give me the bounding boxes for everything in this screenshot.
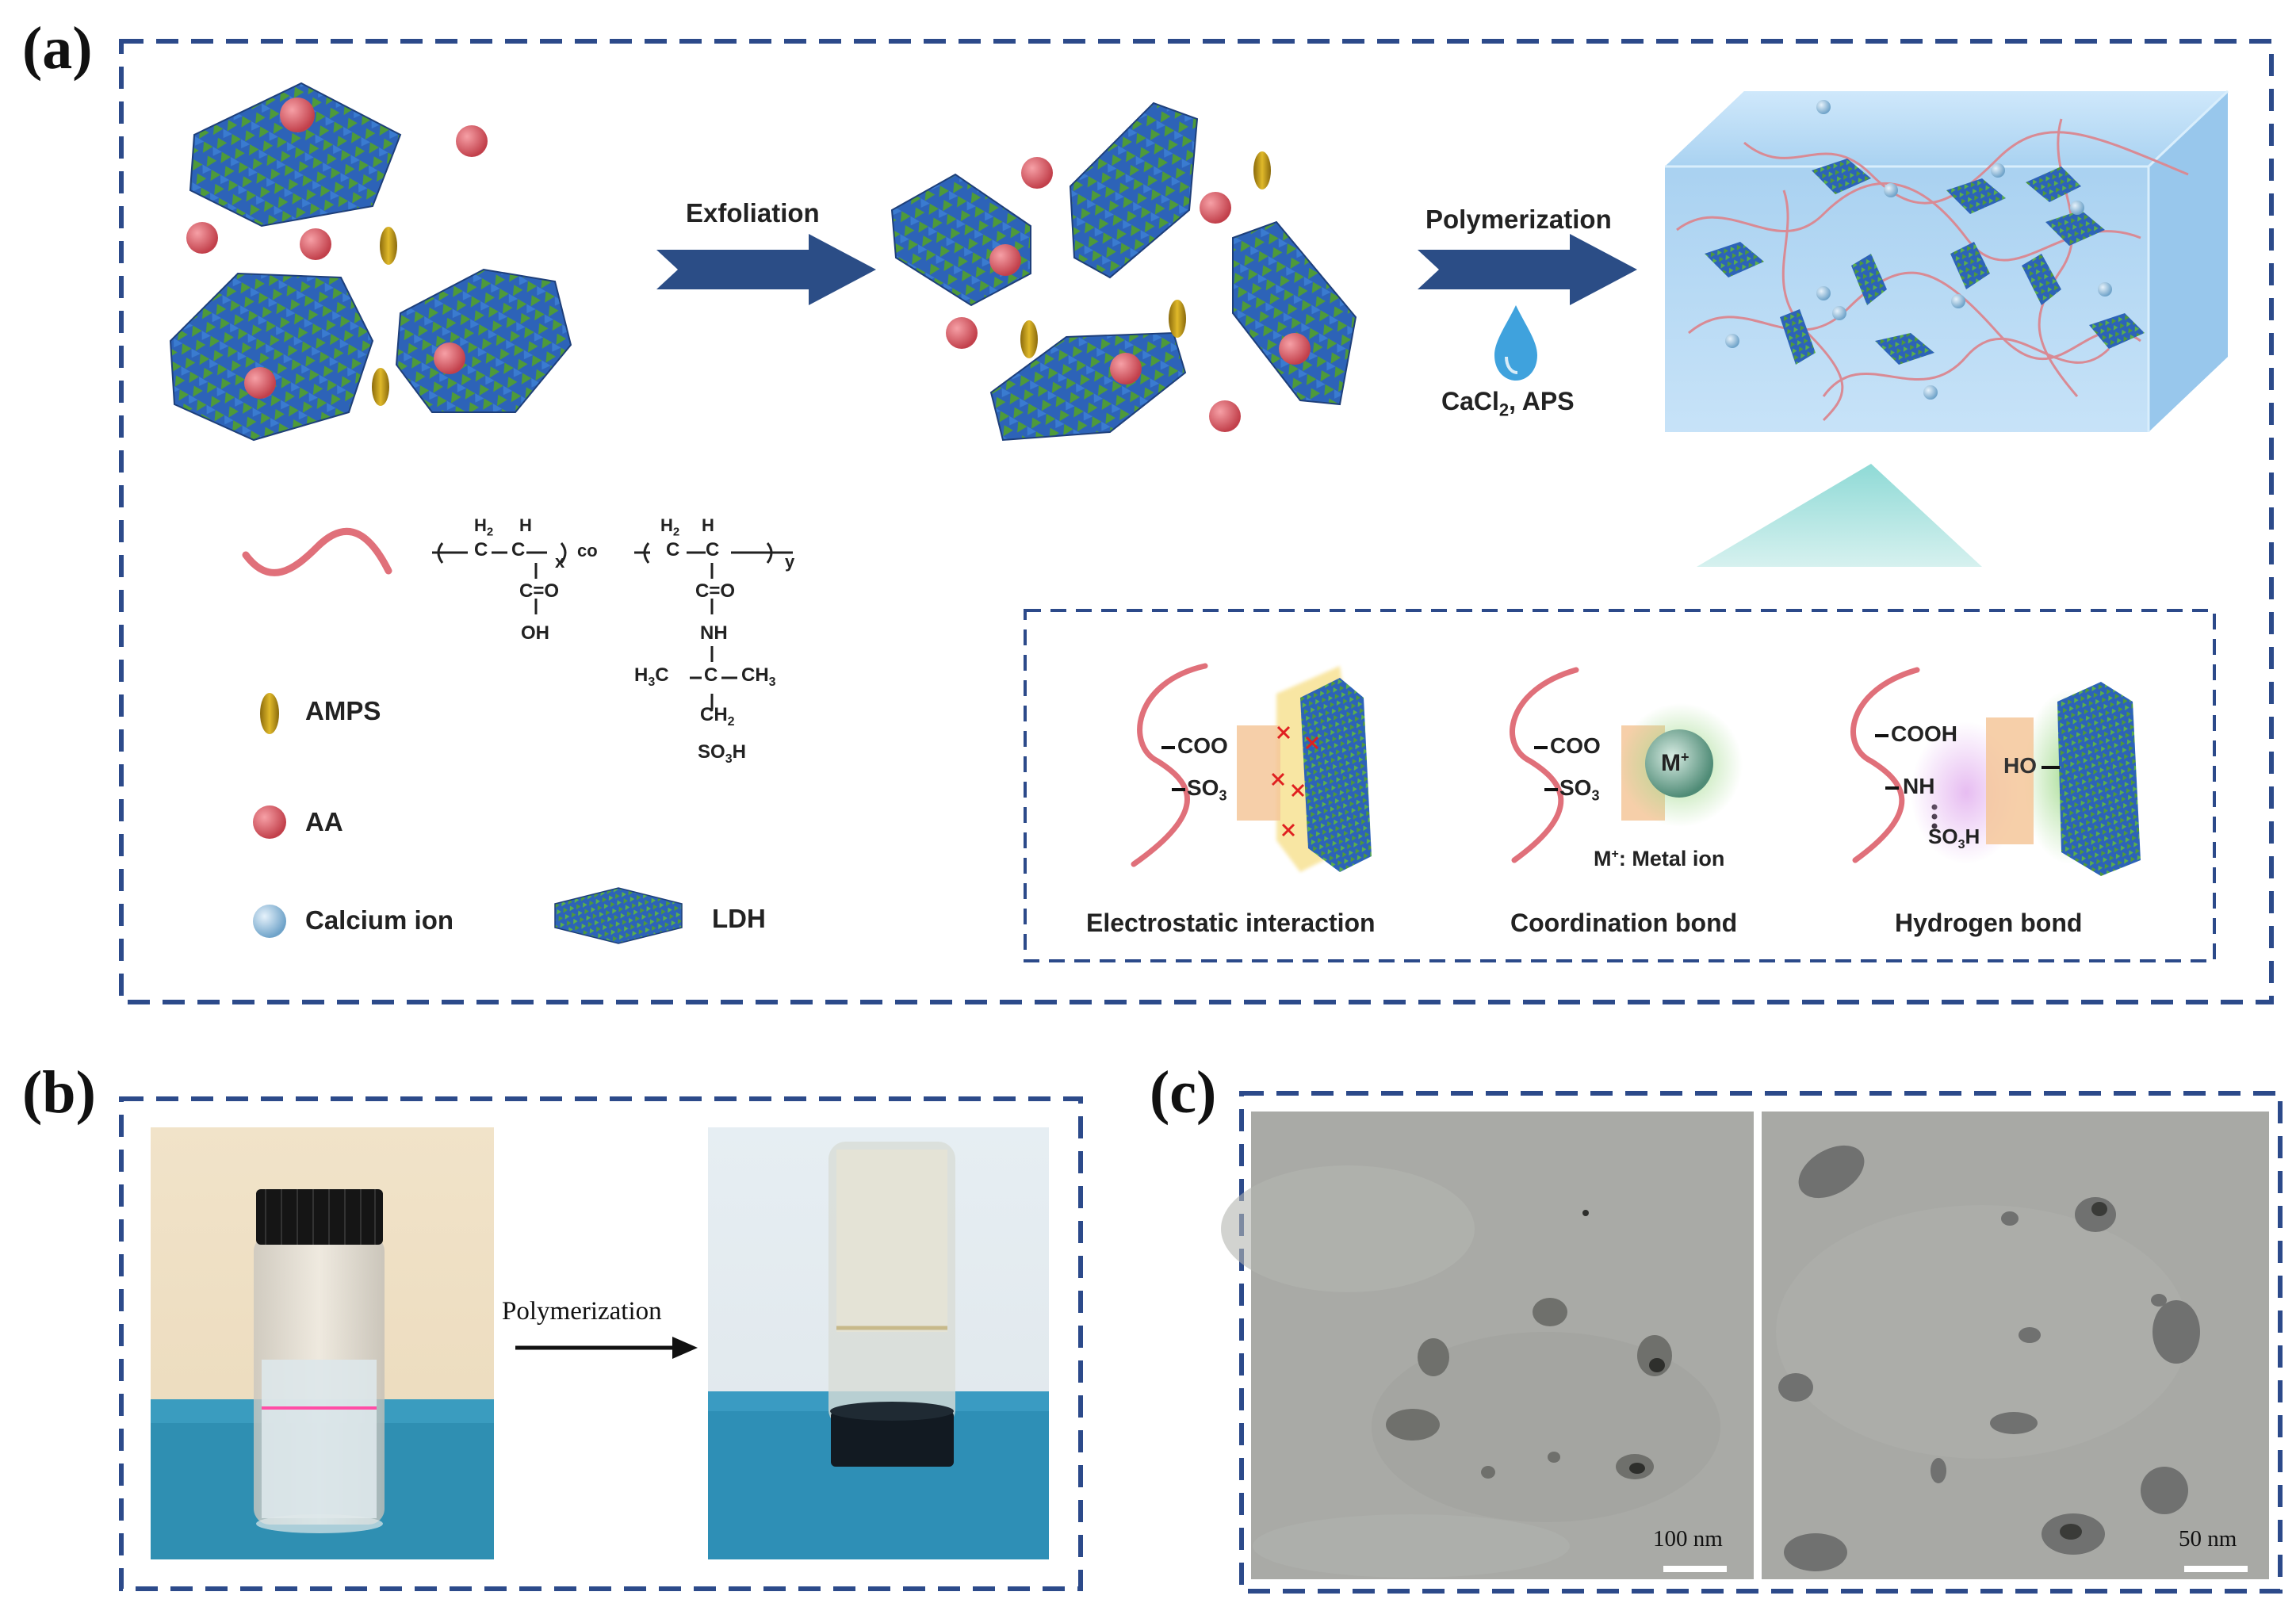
hydrogen-cooh: COOH [1891,721,1957,746]
polymerization-arrow [1418,234,1637,305]
polymerization-label: Polymerization [1425,205,1612,234]
aa-sphere [1110,353,1142,385]
formula-y: y [785,552,795,572]
aa-sphere [1200,192,1231,224]
coordination-label: Coordination bond [1510,909,1738,937]
zoom-triangle [1697,464,1982,567]
ldh-sheet [890,173,1031,307]
electrostatic-label: Electrostatic interaction [1086,909,1376,937]
formula-oh: OH [521,622,549,644]
panel-label-a: (a) [22,15,93,82]
hydrogel-cube [1665,90,2229,432]
hydrogen-bond-illustration [1850,667,2141,876]
calcium-legend-icon [253,905,286,938]
scale-label-left: 100 nm [1653,1526,1723,1552]
metal-ion-symbol: M+ [1661,749,1689,776]
electrostatic-coo: COO [1177,733,1228,758]
ldh-sheet [989,331,1187,442]
formula-co: co [577,541,598,561]
polymerization-label-b: Polymerization [502,1297,662,1326]
exfoliation-arrow [656,234,876,305]
hydrogen-so3h: SO3H [1928,825,1980,852]
formula-x: x [555,552,565,572]
aa-sphere [1021,157,1053,189]
formula-c3: C [666,539,680,561]
amps-ellipse [1253,151,1271,189]
legend-ldh-label: LDH [712,904,766,933]
formula-c1: C [474,539,488,561]
formula-h2-right: H2 [660,515,680,539]
metal-ion-note: M+: Metal ion [1594,847,1725,870]
amps-ellipse [380,227,397,265]
electrostatic-illustration [1131,663,1372,872]
electrostatic-so3: SO3 [1187,775,1227,804]
ldh-legend-icon [554,887,683,944]
exfoliation-label: Exfoliation [686,198,820,228]
aa-sphere [244,367,276,399]
aa-sphere [280,98,315,132]
panel-label-b: (b) [22,1059,96,1126]
formula-nh: NH [700,622,728,644]
amps-ellipse [1020,320,1038,358]
reagents-label: CaCl2, APS [1441,387,1575,420]
tem-image-right [1762,1112,2269,1579]
ldh-stack-bottom-right [395,268,572,413]
interactions-frame [1024,609,2216,962]
formula-c5: C [704,664,718,686]
legend-calcium-label: Calcium ion [305,905,454,935]
metal-ion-sphere [1645,729,1713,798]
panel-a-frame [119,39,2274,1004]
aa-sphere [434,342,465,374]
hydrogen-nh: NH [1903,774,1935,798]
aa-legend-icon [253,805,286,839]
formula-c2: C [511,539,526,561]
polymer-chain-icon [242,527,392,576]
formula-ch2: CH2 [700,704,735,729]
amps-ellipse [372,368,389,406]
formula-h3c: H3C [634,664,669,689]
coordination-illustration [1510,667,1743,863]
ldh-stack-bottom-left [169,272,374,442]
coordination-coo: COO [1550,733,1601,758]
vial-photo-before [151,1127,494,1559]
ldh-sheet [1069,101,1199,279]
aa-sphere [186,222,218,254]
aa-sphere [1279,333,1311,365]
formula-h2-left: H2 [474,515,494,539]
scale-label-right: 50 nm [2179,1526,2237,1552]
legend-aa-label: AA [305,807,343,836]
hydrogen-label: Hydrogen bond [1895,909,2083,937]
droplet-icon [1494,305,1537,381]
formula-co-group-right: C=O [695,580,736,602]
formula-co-group-left: C=O [519,580,560,602]
formula-so3h: SO3H [698,741,746,766]
aa-sphere [1209,400,1241,432]
ldh-sheet [1232,220,1357,406]
amps-legend-icon [260,693,279,734]
amps-ellipse [1169,300,1186,338]
panel-label-c: (c) [1150,1059,1217,1126]
formula-h-right: H [702,515,714,535]
aa-sphere [300,228,331,260]
legend-amps-label: AMPS [305,696,381,725]
formula-h-left: H [519,515,532,535]
formula-c4: C [706,539,720,561]
panel-b-frame [119,1096,1083,1591]
coordination-so3: SO3 [1559,775,1600,804]
aa-sphere [989,244,1021,276]
tem-image-left [1221,1112,1754,1579]
formula-ch3: CH3 [741,664,776,689]
aa-sphere [456,125,488,157]
vial-photo-after [708,1127,1049,1559]
hydrogen-ho: HO [2003,753,2037,778]
formula-bonds [432,542,793,710]
ldh-stack-top [189,82,402,228]
aa-sphere [946,317,978,349]
